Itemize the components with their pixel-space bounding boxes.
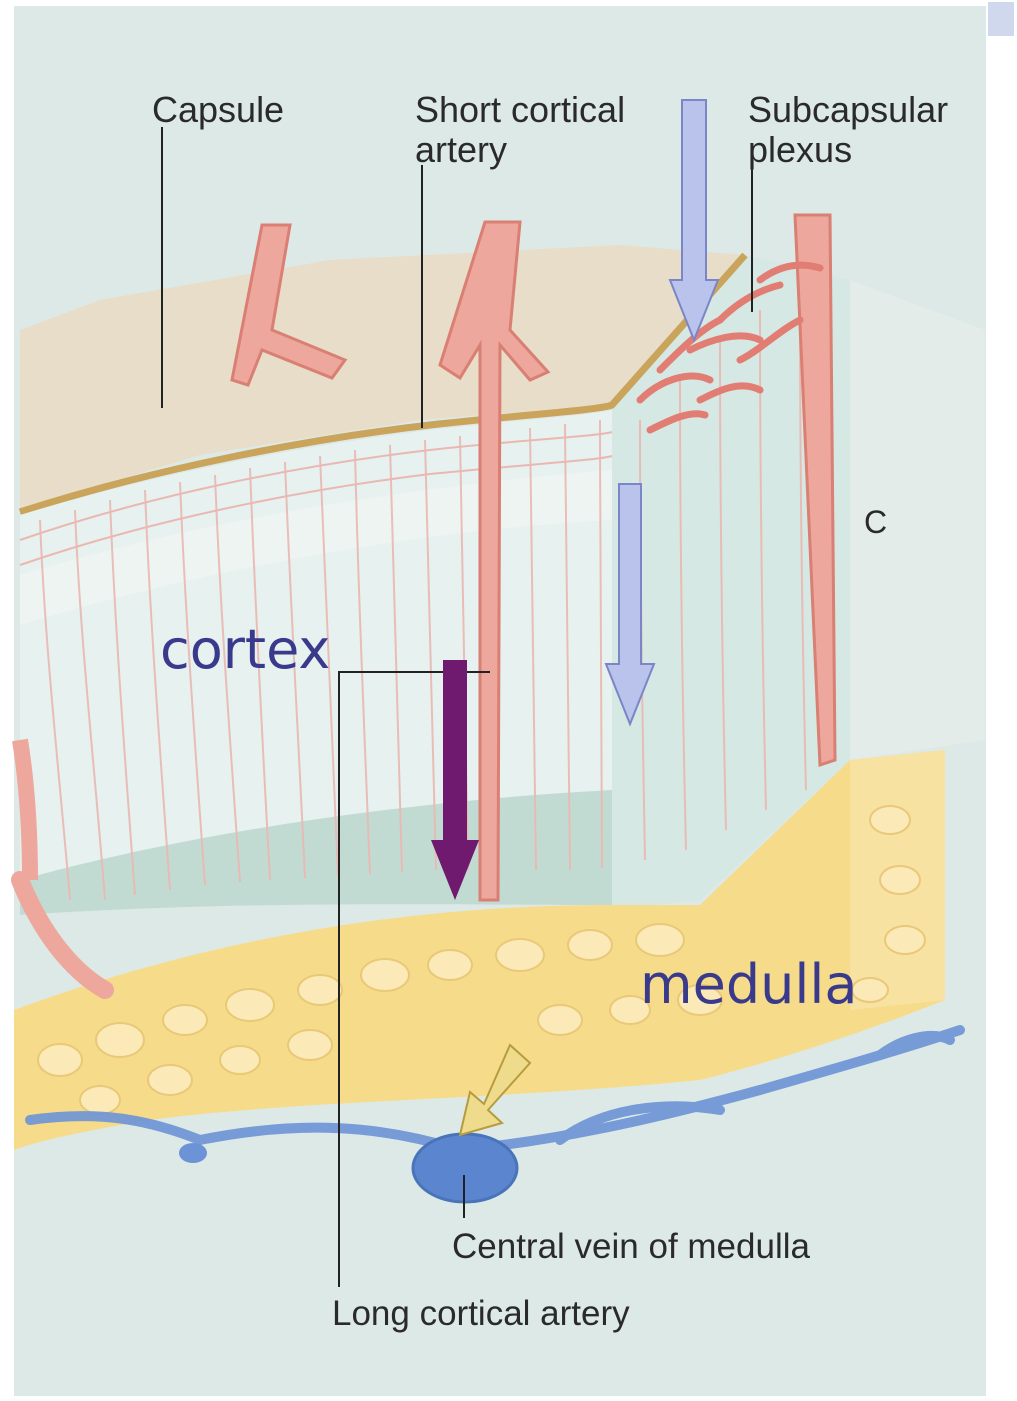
c-marker-label: C: [864, 502, 887, 542]
subcapsular-plexus-label-1: Subcapsular: [748, 90, 948, 130]
cortex-label: cortex: [160, 620, 330, 680]
medulla-label: medulla: [640, 955, 857, 1015]
central-vein-label: Central vein of medulla: [452, 1227, 810, 1267]
subcapsular-plexus-label-2: plexus: [748, 130, 852, 170]
capsule-label: Capsule: [152, 90, 284, 130]
short-cortical-artery-label-2: artery: [415, 130, 507, 170]
long-cortical-artery-label: Long cortical artery: [332, 1294, 630, 1334]
short-cortical-artery-label-1: Short cortical: [415, 90, 625, 130]
